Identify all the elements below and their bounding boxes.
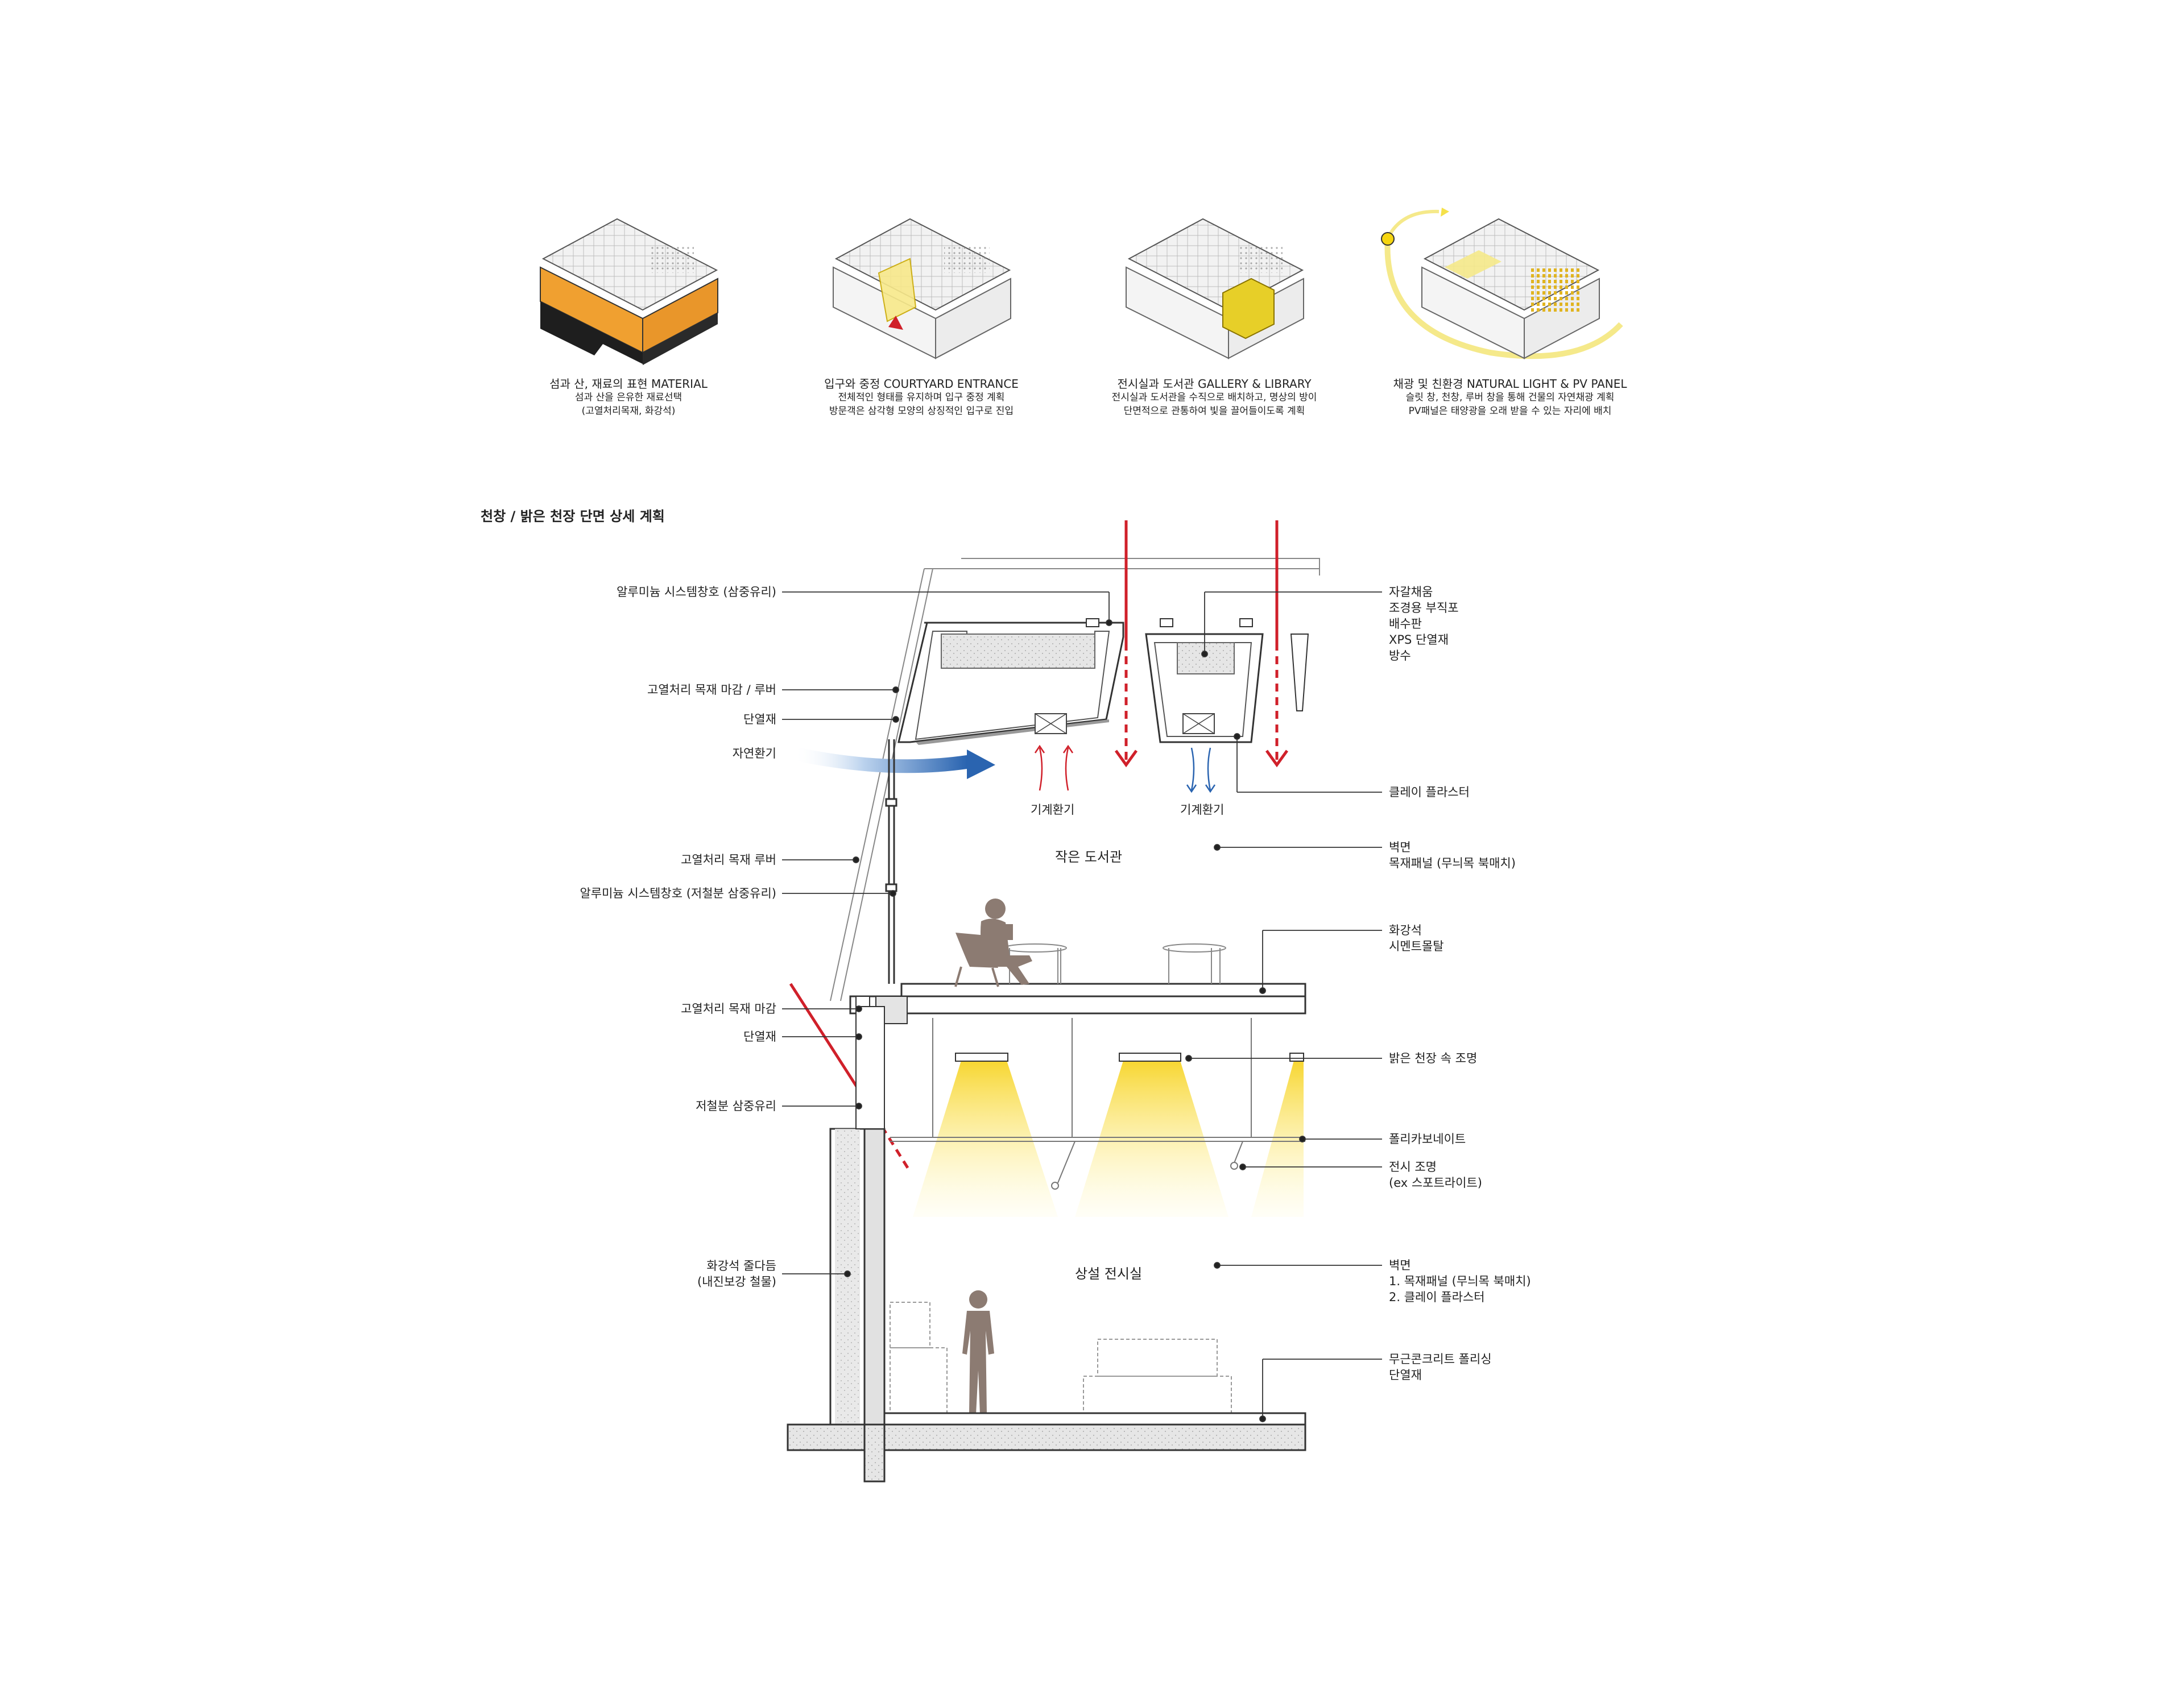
label-wood-louver: 고열처리 목재 루버 <box>681 853 776 867</box>
axon-material <box>540 218 718 365</box>
label-polycarbonate: 폴리카보네이트 <box>1389 1132 1466 1146</box>
label-line: 전시 조명 <box>1389 1160 1437 1174</box>
axon-gallery-library <box>1126 218 1304 359</box>
label-line: 배수판 <box>1389 617 1422 631</box>
axon-natural-light <box>1381 208 1623 359</box>
label-line: 조경용 부직포 <box>1389 601 1459 615</box>
label-line: 자갈채움 <box>1389 585 1433 599</box>
library-floor-slab <box>849 983 1306 1024</box>
label-alu-lowiron: 알루미늄 시스템창호 (저철분 삼중유리) <box>580 887 776 900</box>
label-line: 벽면 <box>1389 1258 1411 1272</box>
label-line: 단열재 <box>1389 1368 1422 1382</box>
label-gallery-wall: 벽면 1. 목재패널 (무늬목 북매치) 2. 클레이 플라스터 <box>1389 1257 1531 1305</box>
roof-structure <box>897 618 1309 745</box>
label-line: 화강석 <box>1389 924 1422 937</box>
label-insulation-1: 단열재 <box>743 713 776 726</box>
caption-title: 전시실과 도서관 GALLERY & LIBRARY <box>1117 377 1312 391</box>
caption-line: 슬릿 창, 천창, 루버 창을 통해 건물의 자연채광 계획 <box>1405 392 1615 403</box>
label-line: (내진보강 철물) <box>697 1275 776 1289</box>
caption-line: 전체적인 형태를 유지하며 입구 중정 계획 <box>838 392 1005 403</box>
caption-entrance: 입구와 중정 COURTYARD ENTRANCE 전체적인 형태를 유지하며 … <box>774 377 1069 418</box>
mech-vent-arrows <box>1034 744 1216 793</box>
axon-entrance <box>833 218 1011 359</box>
library-furniture <box>1003 943 1226 984</box>
caption-line: 섬과 산을 은유한 재료선택 <box>574 392 682 403</box>
caption-natural-light: 채광 및 친환경 NATURAL LIGHT & PV PANEL 슬릿 창, … <box>1362 377 1658 418</box>
sunlight-arrows-roof <box>1114 520 1289 768</box>
label-natural-vent: 자연환기 <box>732 747 776 760</box>
label-line: 시멘트몰탈 <box>1389 939 1444 953</box>
section-title: 천창 / 밝은 천장 단면 상세 계획 <box>481 508 665 524</box>
label-mech-vent-2: 기계환기 <box>1180 803 1225 817</box>
label-line: XPS 단열재 <box>1389 633 1449 647</box>
label-lowiron-glass: 저철분 삼중유리 <box>696 1099 776 1113</box>
caption-gallery-library: 전시실과 도서관 GALLERY & LIBRARY 전시실과 도서관을 수직으… <box>1066 377 1362 418</box>
caption-title: 채광 및 친환경 NATURAL LIGHT & PV PANEL <box>1393 377 1627 391</box>
label-line: (ex 스포트라이트) <box>1389 1176 1482 1190</box>
label-alu-triple: 알루미늄 시스템창호 (삼중유리) <box>617 585 776 599</box>
label-insulation-2: 단열재 <box>743 1030 776 1044</box>
facade-outline <box>830 558 1320 1001</box>
label-wood-finish: 고열처리 목재 마감 <box>681 1002 776 1016</box>
caption-line: PV패널은 태양광을 오래 받을 수 있는 자리에 배치 <box>1408 405 1612 417</box>
gallery-exterior-wall <box>829 1006 886 1483</box>
label-line: 무근콘크리트 폴리싱 <box>1389 1352 1492 1366</box>
ceiling-light-beams <box>913 1053 1304 1217</box>
label-line: 화강석 줄다듬 <box>706 1259 776 1273</box>
sunlight-arrow-side <box>789 983 912 1173</box>
caption-line: 전시실과 도서관을 수직으로 배치하고, 명상의 방이 <box>1111 392 1317 403</box>
caption-title: 입구와 중정 COURTYARD ENTRANCE <box>824 377 1019 391</box>
polycarbonate-ceiling <box>890 1018 1305 1190</box>
label-line: 방수 <box>1389 649 1411 663</box>
label-mech-vent-1: 기계환기 <box>1031 803 1075 817</box>
caption-line: 단면적으로 관통하여 빛을 끌어들이도록 계획 <box>1123 405 1305 417</box>
gallery-floor-slab <box>787 1412 1306 1483</box>
label-ceiling-light: 밝은 천장 속 조명 <box>1389 1051 1478 1065</box>
caption-line: (고열처리목재, 화강석) <box>581 405 676 417</box>
caption-material: 섬과 산, 재료의 표현 MATERIAL 섬과 산을 은유한 재료선택 (고열… <box>481 377 776 418</box>
natural-vent-arrow <box>787 747 995 779</box>
seated-figure <box>954 899 1032 987</box>
label-line: 1. 목재패널 (무늬목 북매치) <box>1389 1274 1531 1288</box>
label-roof-layers: 자갈채움 조경용 부직포 배수판 XPS 단열재 방수 <box>1389 584 1459 664</box>
window-mullions <box>885 739 897 984</box>
label-slab: 무근콘크리트 폴리싱 단열재 <box>1389 1351 1492 1383</box>
room-gallery: 상설 전시실 <box>1075 1266 1143 1282</box>
label-wood-finish-louver: 고열처리 목재 마감 / 루버 <box>647 683 776 697</box>
label-clay: 클레이 플라스터 <box>1389 785 1470 799</box>
label-line: 벽면 <box>1389 841 1411 854</box>
label-line: 목재패널 (무늬목 북매치) <box>1389 856 1516 870</box>
label-spotlight: 전시 조명 (ex 스포트라이트) <box>1389 1159 1482 1191</box>
room-library: 작은 도서관 <box>1055 849 1123 865</box>
label-floor: 화강석 시멘트몰탈 <box>1389 922 1444 954</box>
caption-line: 방문객은 삼각형 모양의 상징적인 입구로 진입 <box>829 405 1014 417</box>
label-granite: 화강석 줄다듬 (내진보강 철물) <box>697 1258 776 1290</box>
caption-title: 섬과 산, 재료의 표현 MATERIAL <box>549 377 708 391</box>
gallery-furniture <box>890 1302 1232 1414</box>
label-line: 2. 클레이 플라스터 <box>1389 1290 1485 1304</box>
label-wall: 벽면 목재패널 (무늬목 북매치) <box>1389 839 1516 871</box>
standing-figure <box>962 1290 994 1414</box>
leader-lines <box>782 591 1382 1422</box>
